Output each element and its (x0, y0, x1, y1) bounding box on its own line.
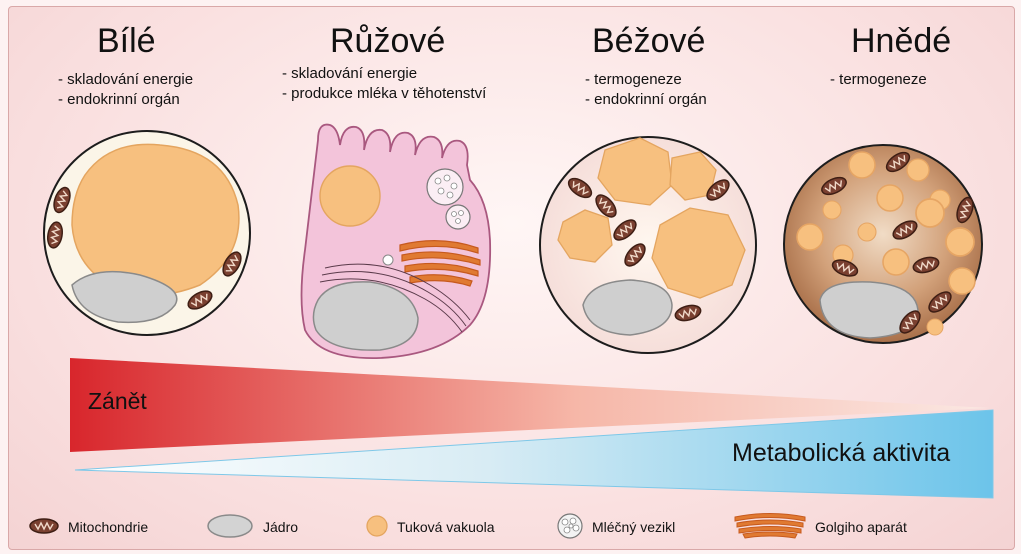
pink-adipocyte (302, 125, 491, 359)
fat-vacuole-icon (365, 514, 389, 541)
nucleus-icon (205, 513, 255, 542)
legend-item-nucleus: Jádro (205, 513, 298, 541)
white-adipocyte (44, 131, 250, 335)
legend-label: Mléčný vezikl (592, 519, 675, 535)
legend-label: Jádro (263, 519, 298, 535)
legend-item-milk-vesicle: Mléčný vezikl (556, 513, 675, 541)
brown-adipocyte (784, 145, 982, 343)
golgi-icon (733, 512, 807, 543)
legend-label: Mitochondrie (68, 519, 148, 535)
legend-label: Tuková vakuola (397, 519, 495, 535)
legend-item-golgi: Golgiho aparát (733, 513, 907, 541)
mitochondria-icon (28, 517, 60, 538)
inflammation-label: Zánět (88, 388, 147, 415)
beige-adipocyte (540, 137, 756, 353)
milk-vesicle-icon (556, 513, 584, 542)
legend-item-mitochondria: Mitochondrie (28, 513, 148, 541)
legend-item-fat-vacuole: Tuková vakuola (365, 513, 495, 541)
legend-label: Golgiho aparát (815, 519, 907, 535)
metabolic-label: Metabolická aktivita (732, 439, 950, 468)
